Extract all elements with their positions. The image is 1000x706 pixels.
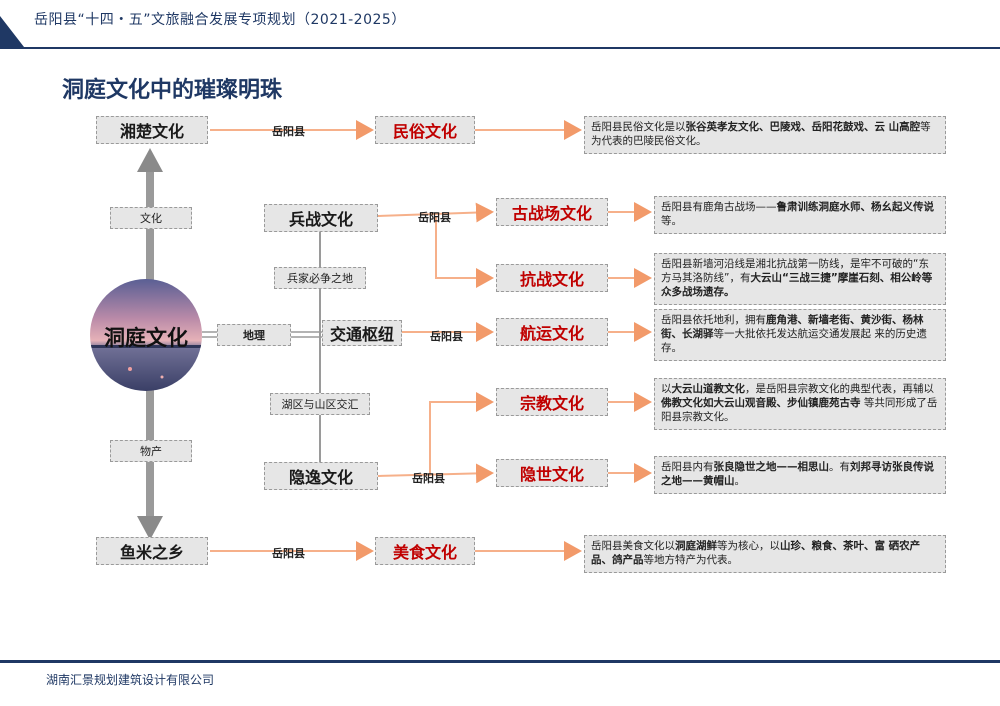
center-node-label: 洞庭文化 [104,326,188,350]
seclusion-desc-run-1: 张良隐世之地——相思山 [713,461,830,473]
node-transport-hub: 交通枢纽 [322,320,402,346]
node-war-resistance-culture: 抗战文化 [496,264,608,292]
war-desc-run-1: 大云山“三战三捷”摩崖石刻、相公岭等众多战场遗存。 [661,272,933,298]
label-culture: 文化 [110,207,192,229]
connector-label-folk: 岳阳县 [272,125,305,138]
desc-food: 岳阳县美食文化以洞庭湖鲜等为核心，以山珍、粮食、茶叶、富 硒农产品、鸽产品等地方… [584,535,946,573]
food-desc-run-2: 等为核心，以 [717,540,780,552]
religion-desc-run-0: 以 [661,383,672,395]
desc-shipping: 岳阳县依托地利，拥有鹿角港、新墙老街、黄沙街、杨林街、长湖驿等一大批依托发达航运… [654,309,946,361]
page-title: 洞庭文化中的璀璨明珠 [62,78,283,103]
battlefield-desc-run-2: 等。 [661,215,682,227]
folk-desc-run-2: 等为代表的巴陵民俗文化。 [591,121,931,147]
node-food-culture: 美食文化 [375,537,475,565]
desc-war: 岳阳县新墙河沿线是湘北抗战第一防线，是牢不可破的“东方马其洛防线”，有大云山“三… [654,253,946,305]
food-desc-run-4: 等地方特产为代表。 [643,554,739,566]
label-strategic-land: 兵家必争之地 [274,267,366,289]
shipping-desc-run-1: 鹿角港、新墙老街、黄沙街、杨林街、长湖驿 [661,314,924,340]
shipping-desc-run-0: 岳阳县依托地利，拥有 [661,314,766,326]
arrow-down-to-fish-rice [137,390,163,540]
label-geography: 地理 [217,324,291,346]
header-bar [0,0,1000,52]
war-desc-run-0: 岳阳县新墙河沿线是湘北抗战第一防线，是牢不可破的“东方马其洛防线”，有 [661,258,929,284]
node-military-culture: 兵战文化 [264,204,378,232]
shipping-desc-run-2: 等一大批依托发达航运交通发展起 来的历史遗存。 [661,328,927,354]
seclusion-desc-run-4: 。 [734,475,746,487]
label-lake-mountain-junction: 湖区与山区交汇 [270,393,370,415]
seclusion-desc-run-3: 刘邦寻访张良传说之地——黄帽山 [661,461,934,487]
node-shipping-culture: 航运文化 [496,318,608,346]
religion-desc-run-1: 大云山道教文化 [671,383,746,395]
node-fish-rice-land: 鱼米之乡 [96,537,208,565]
battlefield-desc-run-1: 鲁肃训练洞庭水师、杨幺起义传说 [776,201,935,213]
seclusion-desc-run-2: 。有 [829,461,850,473]
node-folk-culture: 民俗文化 [375,116,475,144]
orange-arrows [210,120,652,561]
footer-divider [0,660,1000,663]
connector-label-hermit: 岳阳县 [412,472,445,485]
folk-desc-run-1: 张谷英孝友文化、巴陵戏、岳阳花鼓戏、云 山高腔 [685,121,921,133]
food-desc-run-0: 岳阳县美食文化以 [591,540,675,552]
desc-folk: 岳阳县民俗文化是以张谷英孝友文化、巴陵戏、岳阳花鼓戏、云 山高腔等为代表的巴陵民… [584,116,946,154]
food-desc-run-3: 山珍、粮食、茶叶、富 硒农产品、鸽产品 [591,540,921,566]
seclusion-desc-run-0: 岳阳县内有 [661,461,714,473]
folk-desc-run-0: 岳阳县民俗文化是以 [591,121,686,133]
connector-label-transport: 岳阳县 [430,330,463,343]
desc-seclusion: 岳阳县内有张良隐世之地——相思山。有刘邦寻访张良传说之地——黄帽山。 [654,456,946,494]
header-divider [0,47,1000,49]
header-title: 岳阳县“十四・五”文旅融合发展专项规划（2021-2025） [34,12,406,28]
node-ancient-battlefield-culture: 古战场文化 [496,198,608,226]
node-religion-culture: 宗教文化 [496,388,608,416]
food-desc-run-1: 洞庭湖鲜 [675,540,717,552]
connector-label-food: 岳阳县 [272,547,305,560]
header-triangle-icon [0,16,24,47]
node-seclusion-culture: 隐世文化 [496,459,608,487]
religion-desc-run-2: ，是岳阳县宗教文化的典型代表，再辅以 [745,383,934,395]
religion-desc-run-4: 等共同形成了岳阳县宗教文化。 [661,397,938,423]
footer-company: 湖南汇景规划建筑设计有限公司 [46,673,215,687]
lake-sunset-image [90,279,202,391]
label-products: 物产 [110,440,192,462]
religion-desc-run-3: 佛教文化如大云山观音殿、步仙镇鹿苑古寺 [661,397,861,409]
connector-label-military: 岳阳县 [418,211,451,224]
battlefield-desc-run-0: 岳阳县有鹿角古战场—— [661,201,777,213]
node-hermit-culture: 隐逸文化 [264,462,378,490]
desc-religion: 以大云山道教文化，是岳阳县宗教文化的典型代表，再辅以佛教文化如大云山观音殿、步仙… [654,378,946,430]
desc-battlefield: 岳阳县有鹿角古战场——鲁肃训练洞庭水师、杨幺起义传说等。 [654,196,946,234]
node-hunan-chu-culture: 湘楚文化 [96,116,208,144]
dongting-circle-image [90,279,202,391]
